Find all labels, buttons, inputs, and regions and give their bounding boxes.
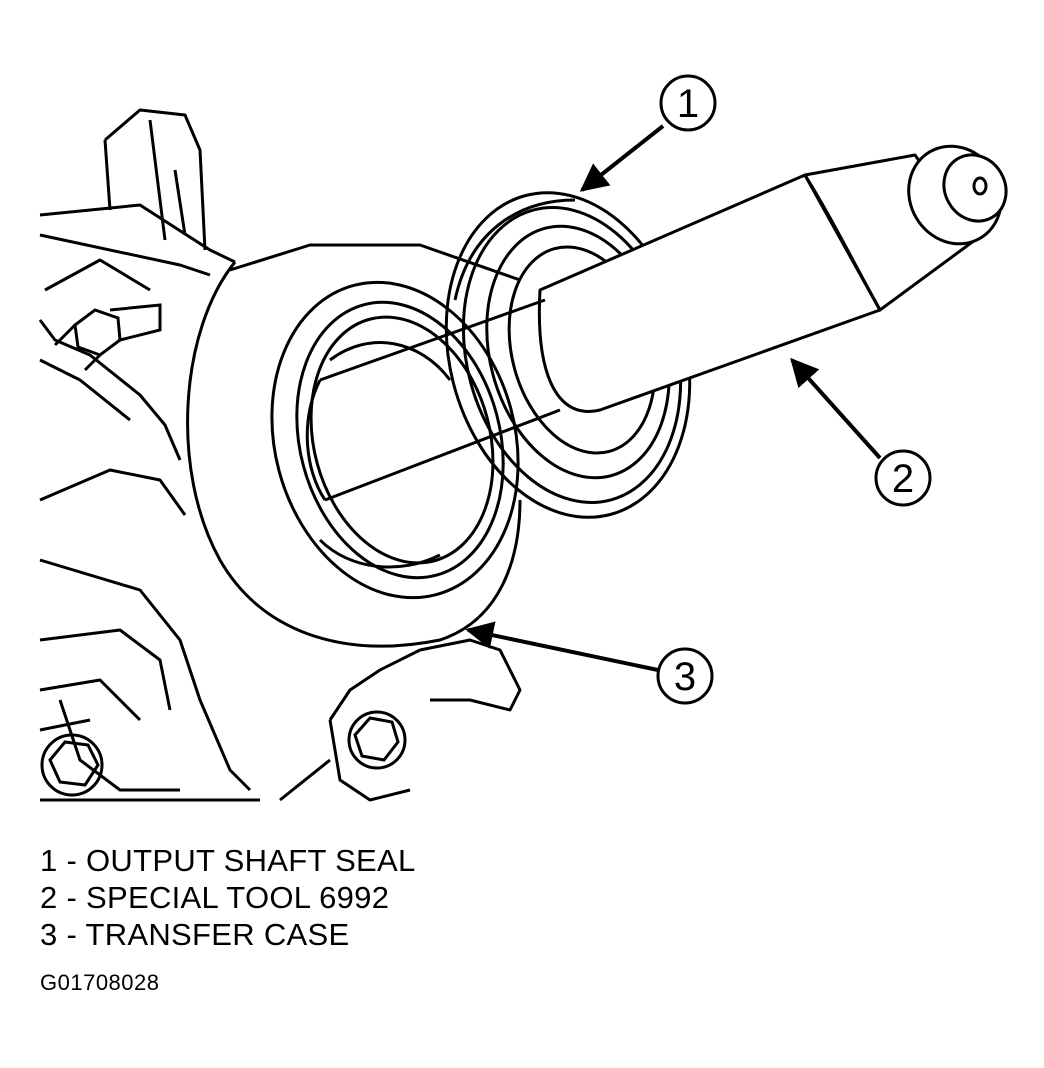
callout-3-number: 3 (674, 655, 696, 699)
legend: 1 - OUTPUT SHAFT SEAL 2 - SPECIAL TOOL 6… (40, 842, 416, 953)
legend-item-label: TRANSFER CASE (85, 917, 350, 952)
legend-item-separator: - (66, 917, 78, 952)
callout-2: 2 (874, 449, 932, 507)
legend-item-separator: - (66, 880, 78, 915)
legend-item: 3 - TRANSFER CASE (40, 916, 416, 953)
special-tool-6992 (305, 144, 1008, 502)
callout-3-circle (656, 647, 714, 705)
legend-item-label: SPECIAL TOOL 6992 (86, 880, 390, 915)
legend-item-number: 2 (40, 880, 58, 915)
callout-2-circle (874, 449, 932, 507)
callout-2-number: 2 (892, 457, 914, 501)
legend-item: 2 - SPECIAL TOOL 6992 (40, 879, 416, 916)
legend-item-number: 3 (40, 917, 58, 952)
seal-installation-illustration: 1 2 3 (38, 74, 1008, 802)
callout-3: 3 (656, 647, 714, 705)
legend-item-label: OUTPUT SHAFT SEAL (86, 843, 416, 878)
housing-bolt-lower-right (347, 710, 407, 770)
arrow-2 (790, 357, 882, 460)
callout-1: 1 (659, 74, 717, 132)
legend-item-number: 1 (40, 843, 58, 878)
callout-1-circle (659, 74, 717, 132)
arrow-3 (465, 621, 659, 672)
legend-item: 1 - OUTPUT SHAFT SEAL (40, 842, 416, 879)
legend-item-separator: - (66, 843, 78, 878)
housing-bolt-lower-left (40, 733, 104, 797)
output-bore-flange (186, 261, 522, 648)
transfer-case-housing (38, 108, 522, 802)
figure-code: G01708028 (40, 970, 160, 995)
callout-1-number: 1 (677, 82, 699, 126)
housing-bolt-upper (53, 303, 162, 372)
arrow-1 (579, 124, 665, 192)
leader-arrows (465, 124, 882, 672)
